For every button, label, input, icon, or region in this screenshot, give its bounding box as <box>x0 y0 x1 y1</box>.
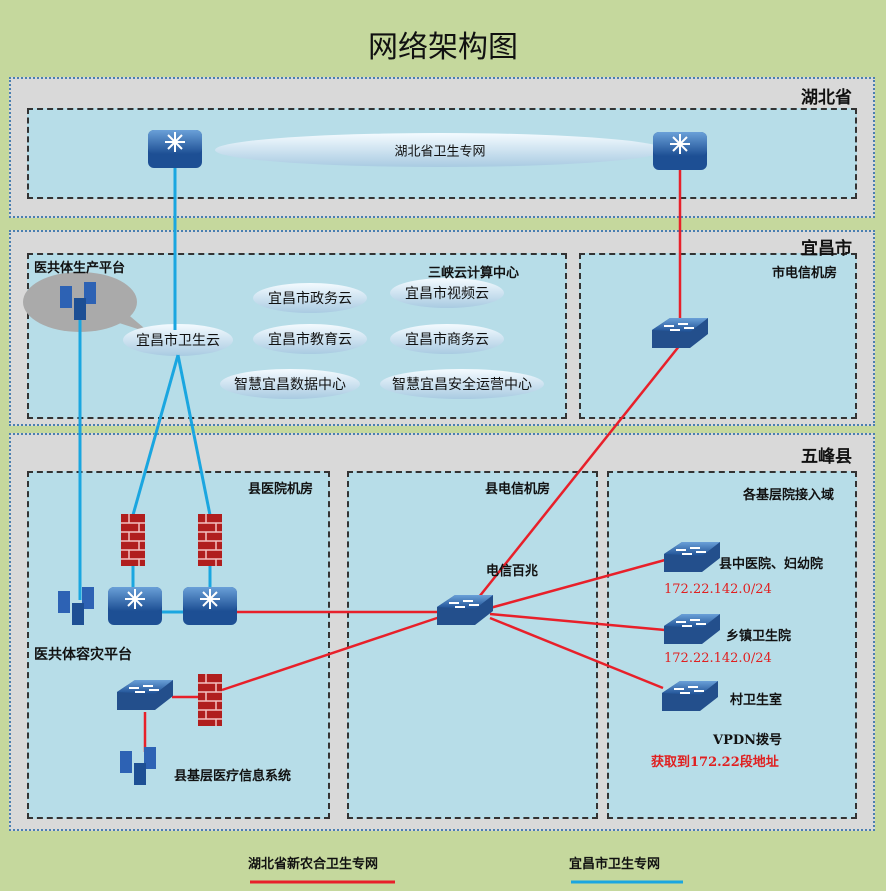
telecom-switch-icon <box>436 594 494 626</box>
hubei-core-switch-icon <box>147 129 203 169</box>
city-telecom-label: 市电信机房 <box>772 266 838 281</box>
health-cloud-label: 宜昌市卫生云 <box>136 333 220 349</box>
site-label: 县中医院、妇幼院 <box>719 557 824 572</box>
hospital-room-label: 县医院机房 <box>248 482 314 497</box>
firewall-icon <box>197 673 223 727</box>
access-domain-label: 各基层院接入域 <box>743 488 835 503</box>
access-domain-box <box>607 471 857 819</box>
vpdn-label: VPDN拨号 <box>713 733 783 748</box>
site-switch-icon <box>661 680 719 712</box>
hubei-core-switch-icon <box>652 131 708 171</box>
region-wufeng-title: 五峰县 <box>801 447 852 467</box>
firewall-icon <box>197 513 223 567</box>
legend-red-label: 湖北省新农合卫生专网 <box>248 857 379 872</box>
city-telecom-switch-icon <box>651 317 709 349</box>
page-title: 网络架构图 <box>368 30 518 65</box>
cloud-label: 智慧宜昌安全运营中心 <box>392 377 532 393</box>
site-switch-icon <box>663 613 721 645</box>
site-switch-icon <box>663 541 721 573</box>
region-yichang-title: 宜昌市 <box>801 239 852 259</box>
county-core-switch-icon <box>107 586 163 626</box>
vpdn-note: 获取到172.22段地址 <box>651 755 779 770</box>
platform-label: 医共体生产平台 <box>34 261 126 276</box>
telecom-room-label: 县电信机房 <box>485 482 551 497</box>
site-subnet: 172.22.142.0/24 <box>664 582 772 597</box>
cloud-label: 宜昌市教育云 <box>268 332 352 348</box>
red-links <box>143 165 682 752</box>
telecom-switch-label: 电信百兆 <box>486 564 539 579</box>
site-subnet: 172.22.142.0/24 <box>664 651 772 666</box>
site-label: 乡镇卫生院 <box>726 629 792 644</box>
cloud-label: 智慧宜昌数据中心 <box>234 377 346 393</box>
cloud-label: 宜昌市商务云 <box>405 332 489 348</box>
cloud-center-label: 三峡云计算中心 <box>428 266 520 281</box>
server-icon <box>58 587 94 625</box>
county-core-switch-icon <box>182 586 238 626</box>
hubei-health-cloud <box>215 133 665 167</box>
cloud-label: 宜昌市政务云 <box>268 291 352 307</box>
city-telecom-box <box>579 253 857 419</box>
legend-blue-label: 宜昌市卫生专网 <box>569 857 661 872</box>
site-label: 村卫生室 <box>730 693 783 708</box>
region-hubei-title: 湖北省 <box>801 88 852 108</box>
info-system-label: 县基层医疗信息系统 <box>174 769 292 784</box>
firewall-icon <box>120 513 146 567</box>
server-icon <box>120 747 156 785</box>
dr-platform-label: 医共体容灾平台 <box>34 647 132 663</box>
blue-links <box>78 165 212 614</box>
switch-icon <box>116 679 174 711</box>
cloud-label: 宜昌市视频云 <box>405 286 489 302</box>
yichang-health-cloud <box>123 324 233 356</box>
hubei-cloud-label: 湖北省卫生专网 <box>394 144 486 160</box>
hospital-room-box <box>27 471 330 819</box>
